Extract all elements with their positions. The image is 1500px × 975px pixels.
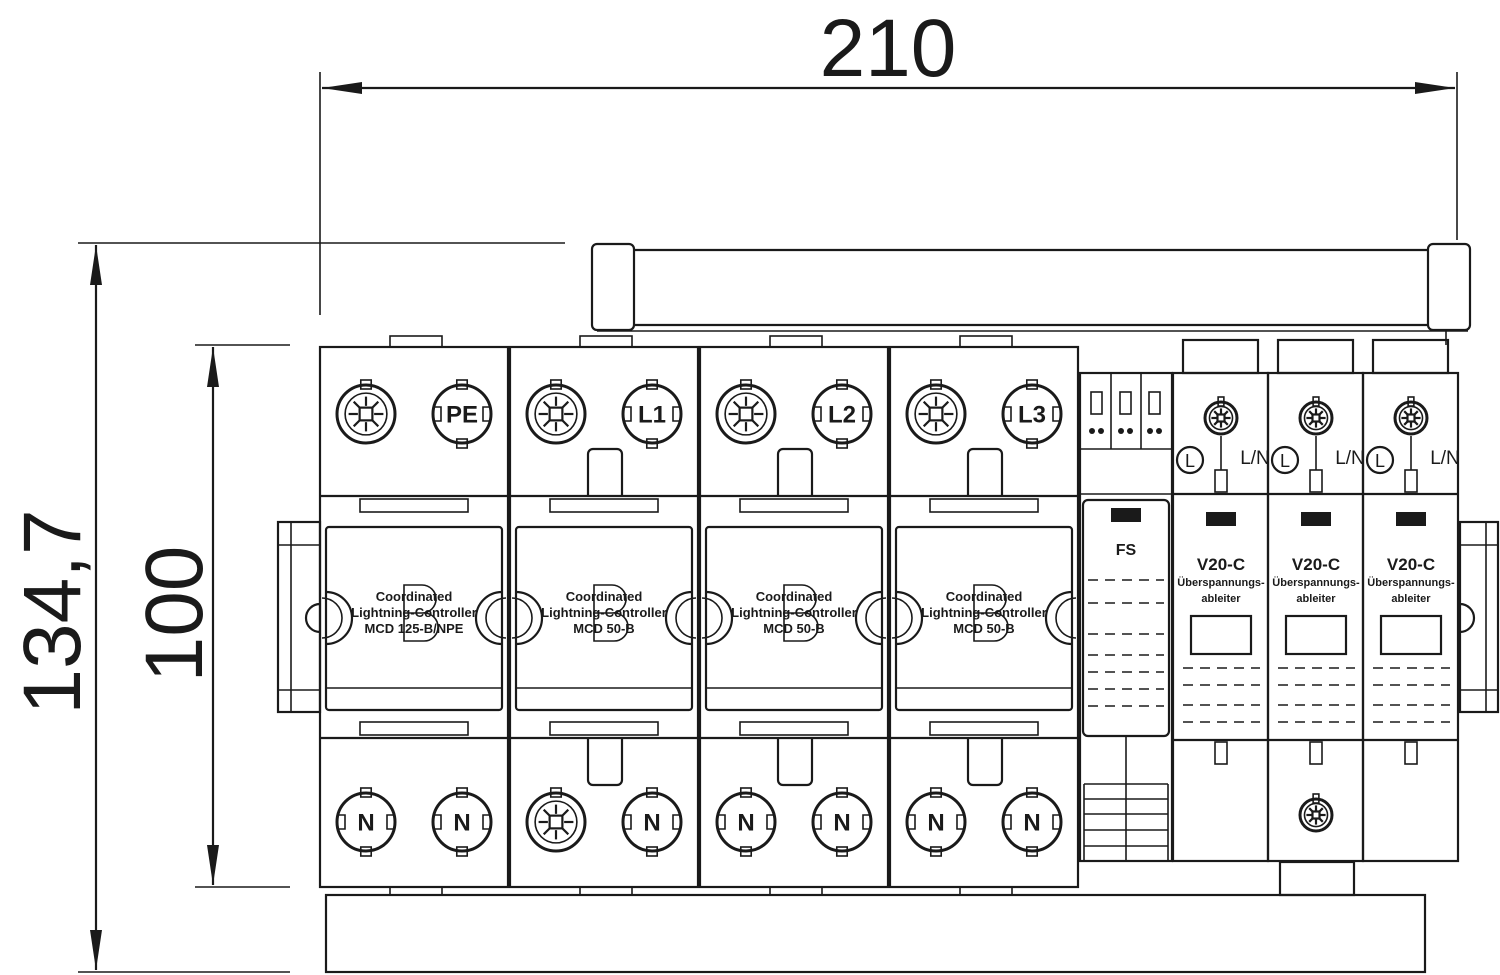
screw-terminal-icon xyxy=(1393,396,1429,436)
terminal-label: L2 xyxy=(828,402,856,429)
labeled-terminal: L2 xyxy=(811,379,873,449)
module-label-line: MCD 125-B/NPE xyxy=(365,621,464,636)
terminal-label: N xyxy=(1023,810,1040,837)
fs-indicator-icon xyxy=(1111,508,1141,522)
surge-arrester-module: L L/N V20-C Überspannungs-ableiter xyxy=(1266,338,1365,863)
screw-terminal-icon xyxy=(1298,793,1334,833)
terminal-label: N xyxy=(927,810,944,837)
description-line: ableiter xyxy=(1296,593,1336,605)
surge-arrester-module: L L/N V20-C Überspannungs-ableiter xyxy=(1361,338,1460,863)
l-terminal-label: L xyxy=(1375,451,1385,471)
terminal-label: N xyxy=(833,810,850,837)
l-terminal: L xyxy=(1175,445,1205,475)
module-height-dimension: 100 xyxy=(129,344,290,888)
module-label-line: Coordinated xyxy=(376,589,453,604)
module-label-line: Lightning-Controller xyxy=(541,605,667,620)
labeled-terminal: N xyxy=(905,787,967,857)
screw-terminal-icon xyxy=(715,379,777,445)
terminal-label: PE xyxy=(446,402,478,429)
terminal-label: N xyxy=(453,810,470,837)
terminal-label: N xyxy=(737,810,754,837)
terminal-label: L1 xyxy=(638,402,666,429)
module-label-line: MCD 50-B xyxy=(763,621,824,636)
description-line: Überspannungs- xyxy=(1177,576,1265,589)
module-label-line: Lightning-Controller xyxy=(921,605,1047,620)
terminal-label: L3 xyxy=(1018,402,1046,429)
width-dimension: 210 xyxy=(319,3,1458,315)
labeled-terminal: N xyxy=(1001,787,1063,857)
surge-arrester-module: L L/N V20-C Überspannungs-ableiter xyxy=(1171,338,1270,863)
fs-text-lines xyxy=(1088,579,1164,707)
screw-terminal-icon xyxy=(525,787,587,853)
base-plate xyxy=(324,860,1427,974)
module-label-line: Lightning-Controller xyxy=(351,605,477,620)
screw-terminal-icon xyxy=(335,379,397,445)
labeled-terminal: N xyxy=(621,787,683,857)
labeled-terminal: N xyxy=(431,787,493,857)
description-line: ableiter xyxy=(1201,593,1241,605)
module-label-line: Coordinated xyxy=(946,589,1023,604)
model-label: V20-C xyxy=(1197,555,1245,574)
l-terminal: L xyxy=(1365,445,1395,475)
fs-module: FS xyxy=(1077,347,1174,887)
module-label-line: Coordinated xyxy=(756,589,833,604)
l-terminal: L xyxy=(1270,445,1300,475)
status-indicator-icon xyxy=(1206,512,1236,526)
ln-terminal-label: L/N xyxy=(1430,448,1460,469)
module-label-line: MCD 50-B xyxy=(953,621,1014,636)
description-line: Überspannungs- xyxy=(1272,576,1360,589)
module-label-line: Coordinated xyxy=(566,589,643,604)
terminal-label: N xyxy=(643,810,660,837)
labeled-terminal: L3 xyxy=(1001,379,1063,449)
ln-terminal-label: L/N xyxy=(1240,448,1270,469)
model-label: V20-C xyxy=(1292,555,1340,574)
status-indicator-icon xyxy=(1301,512,1331,526)
l-terminal-label: L xyxy=(1280,451,1290,471)
module-label-line: MCD 50-B xyxy=(573,621,634,636)
fs-contact-1 xyxy=(1089,391,1104,434)
labeled-terminal: PE xyxy=(431,379,493,449)
screw-terminal-icon xyxy=(905,379,967,445)
fs-contact-3 xyxy=(1147,391,1162,434)
screw-terminal-icon xyxy=(1298,396,1334,436)
labeled-terminal: N xyxy=(811,787,873,857)
screw-terminal-icon xyxy=(525,379,587,445)
v20-module-group: L L/N V20-C Überspannungs-ableiter L L/N V20-C… xyxy=(1171,338,1460,863)
status-indicator-icon xyxy=(1396,512,1426,526)
labeled-terminal: N xyxy=(335,787,397,857)
total-height-dimension-label: 134,7 xyxy=(7,509,98,714)
ln-terminal-label: L/N xyxy=(1335,448,1365,469)
fs-contact-2 xyxy=(1118,391,1133,434)
l-terminal-label: L xyxy=(1185,451,1195,471)
module-height-dimension-label: 100 xyxy=(129,546,220,683)
screw-terminal-icon xyxy=(1203,396,1239,436)
terminal-label: N xyxy=(357,810,374,837)
fs-bottom-grid xyxy=(1083,783,1169,861)
model-label: V20-C xyxy=(1387,555,1435,574)
fs-label: FS xyxy=(1116,542,1137,559)
description-line: Überspannungs- xyxy=(1367,576,1455,589)
width-dimension-label: 210 xyxy=(820,3,957,94)
description-line: ableiter xyxy=(1391,593,1431,605)
busbar xyxy=(590,242,1472,345)
total-height-dimension: 134,7 xyxy=(7,242,565,973)
labeled-terminal: L1 xyxy=(621,379,683,449)
module-label-line: Lightning-Controller xyxy=(731,605,857,620)
labeled-terminal: N xyxy=(715,787,777,857)
